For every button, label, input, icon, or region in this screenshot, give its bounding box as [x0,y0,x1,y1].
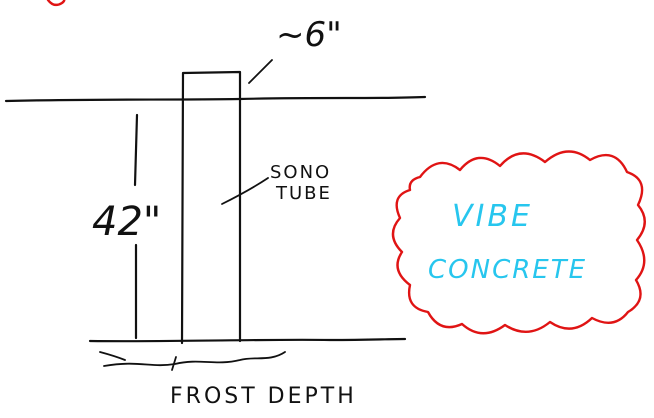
sono-tube [180,70,242,345]
height-label: 42" [92,199,161,245]
corner-scribble [46,0,66,7]
width-label: ~6" [276,15,342,55]
frost-depth-line [88,337,407,343]
cloud-callout [391,150,646,335]
width-leader-line [248,59,273,84]
soil-line [99,351,286,367]
height-dimension-line [133,113,139,340]
tube-leader-line [221,177,269,205]
callout-line2: CONCRETE [428,255,587,285]
soil-tick [171,356,177,371]
tube-label-line2: TUBE [275,183,332,204]
callout-line1: VIBE [452,199,533,234]
ground-line [4,95,427,103]
tube-label-line1: SONO [270,162,331,183]
frost-depth-label: FROST DEPTH [170,384,357,409]
